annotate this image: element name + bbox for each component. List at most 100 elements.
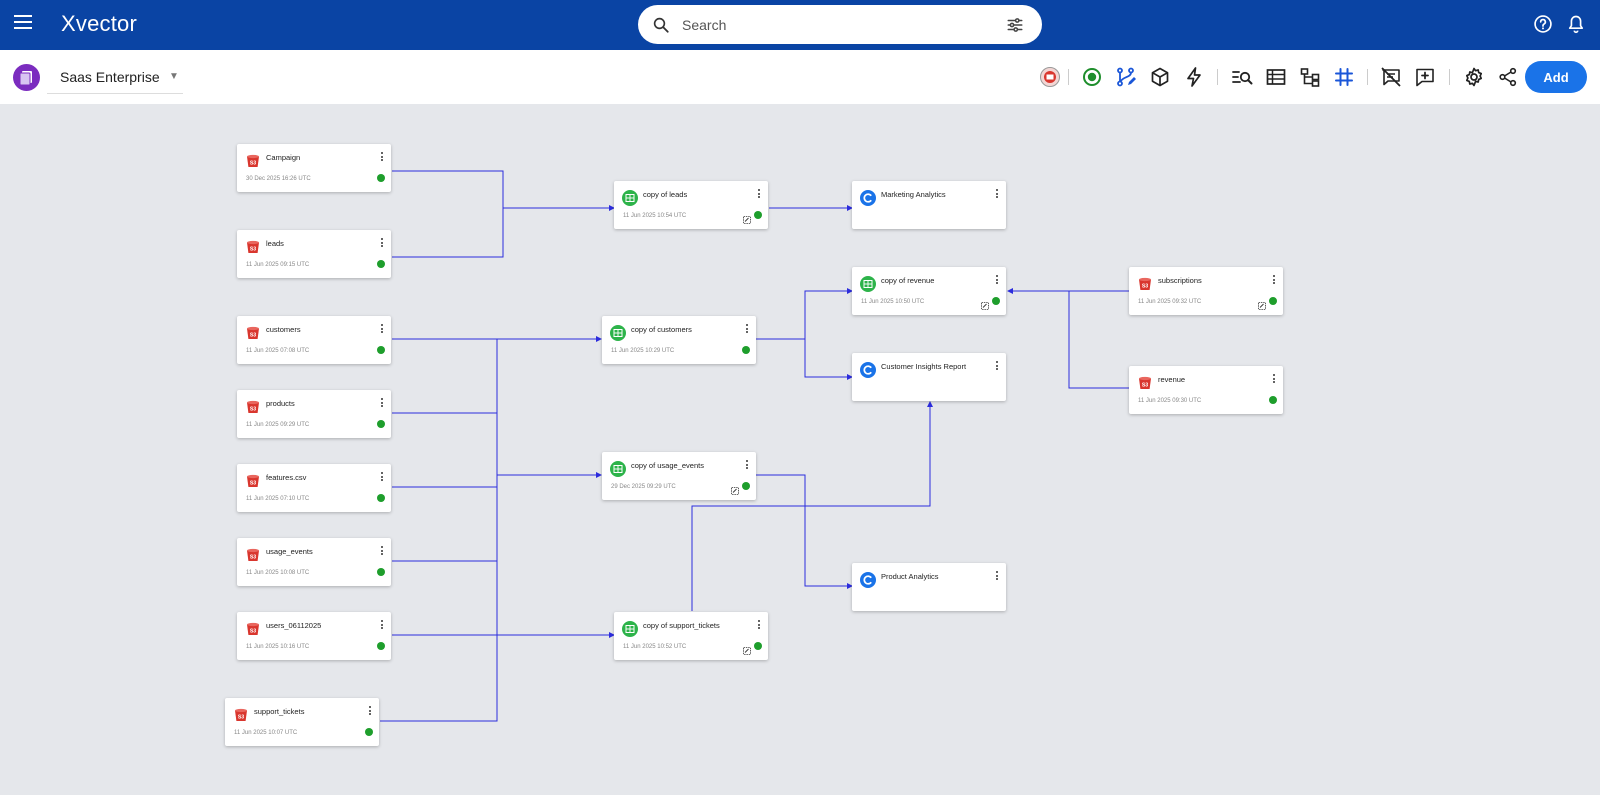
comments-off-icon[interactable] [1380,66,1402,88]
more-options-icon[interactable] [756,189,762,201]
notifications-bell-icon[interactable] [1566,14,1586,34]
s3-bucket-icon: S3 [245,621,261,637]
more-options-icon[interactable] [756,620,762,632]
search-list-icon[interactable] [1231,66,1253,88]
add-button[interactable]: Add [1525,61,1587,93]
more-options-icon[interactable] [994,571,1000,583]
status-dot-icon [377,420,385,428]
s3-bucket-icon: S3 [1137,276,1153,292]
svg-text:S3: S3 [250,247,256,253]
more-options-icon[interactable] [994,275,1000,287]
project-toolbar: Saas Enterprise ▼ Add [0,50,1600,104]
dropdown-arrow-icon: ▼ [169,71,179,82]
node-card-product-analytics[interactable]: Product Analytics [852,563,1006,611]
table-view-icon[interactable] [1265,66,1287,88]
more-options-icon[interactable] [379,472,385,484]
more-options-icon[interactable] [379,324,385,336]
node-card-marketing[interactable]: Marketing Analytics [852,181,1006,229]
dataset-grid-icon [610,325,626,341]
svg-text:S3: S3 [250,161,256,167]
more-options-icon[interactable] [379,398,385,410]
status-dot-icon [1269,297,1277,305]
node-title: copy of customers [631,325,692,334]
node-timestamp: 11 Jun 2025 07:10 UTC [246,496,310,502]
more-options-icon[interactable] [994,189,1000,201]
more-options-icon[interactable] [1271,374,1277,386]
node-title: products [266,399,295,408]
project-selector[interactable]: Saas Enterprise ▼ [47,60,183,94]
node-timestamp: 11 Jun 2025 09:32 UTC [1138,299,1202,305]
s3-bucket-icon: S3 [245,399,261,415]
more-options-icon[interactable] [379,620,385,632]
app-logo: Xvector [61,11,137,36]
help-icon[interactable] [1533,14,1553,34]
status-dot-icon [754,211,762,219]
status-dot-icon [377,174,385,182]
svg-text:S3: S3 [1142,383,1148,389]
dataset-grid-icon [610,461,626,477]
node-title: support_tickets [254,707,305,716]
project-avatar-icon [13,64,40,91]
lightning-icon[interactable] [1183,66,1205,88]
svg-text:S3: S3 [250,333,256,339]
more-options-icon[interactable] [744,324,750,336]
more-options-icon[interactable] [367,706,373,718]
node-card-insights[interactable]: Customer Insights Report [852,353,1006,401]
more-options-icon[interactable] [379,238,385,250]
record-status-icon[interactable] [1081,66,1103,88]
more-options-icon[interactable] [994,361,1000,373]
more-options-icon[interactable] [744,460,750,472]
hierarchy-icon[interactable] [1299,66,1321,88]
more-options-icon[interactable] [1271,275,1277,287]
grid-view-icon[interactable] [1333,66,1355,88]
svg-text:S3: S3 [250,407,256,413]
node-title: features.csv [266,473,307,482]
node-title: Product Analytics [881,572,939,581]
node-timestamp: 11 Jun 2025 09:30 UTC [1138,398,1202,404]
cube-icon[interactable] [1149,66,1171,88]
node-timestamp: 11 Jun 2025 07:08 UTC [246,348,310,354]
top-app-bar: Xvector [0,0,1600,50]
menu-icon[interactable] [14,15,32,29]
status-dot-icon [992,297,1000,305]
node-title: copy of leads [643,190,688,199]
report-chart-icon [860,190,876,206]
status-dot-icon [377,568,385,576]
more-options-icon[interactable] [379,152,385,164]
filter-settings-icon[interactable] [1006,16,1024,34]
gear-icon[interactable] [1463,66,1485,88]
sync-schedule-icon [1258,297,1266,310]
svg-text:S3: S3 [250,629,256,635]
node-title: users_06112025 [266,621,322,630]
svg-text:S3: S3 [250,555,256,561]
dataset-grid-icon [622,621,638,637]
more-options-icon[interactable] [379,546,385,558]
add-comment-icon[interactable] [1414,66,1436,88]
node-timestamp: 11 Jun 2025 10:50 UTC [861,299,925,305]
search-input[interactable] [682,14,982,36]
node-timestamp: 11 Jun 2025 09:15 UTC [246,262,310,268]
git-branch-edit-icon[interactable] [1115,66,1137,88]
alert-badge-icon[interactable] [1039,66,1061,88]
s3-bucket-icon: S3 [245,239,261,255]
node-timestamp: 11 Jun 2025 10:52 UTC [623,644,687,650]
toolbar-divider [1068,69,1069,85]
search-icon [653,17,669,33]
share-icon[interactable] [1497,66,1519,88]
